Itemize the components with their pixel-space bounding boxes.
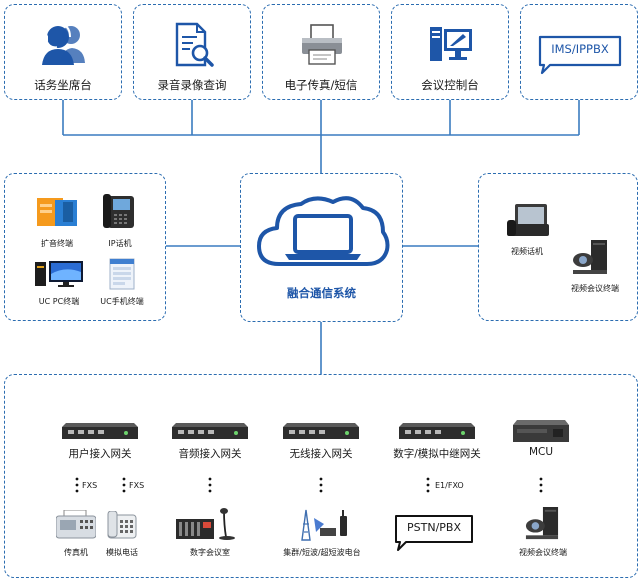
label-mcu: MCU [528, 446, 554, 458]
rack-gateway-icon[interactable] [399, 423, 475, 441]
label-ip-phone: IP话机 [108, 239, 132, 248]
group-terminals-left: 扩音终端 IP话机 UC PC终端 UC手机终端 [4, 173, 166, 321]
access-gateway-section [4, 374, 638, 578]
mcu-device-icon[interactable] [513, 420, 569, 444]
label-unified-comm-system: 融合通信系统 [287, 286, 356, 300]
cloud-laptop-icon [257, 196, 390, 266]
document-search-icon [175, 22, 214, 67]
speech-bubble-icon [538, 35, 622, 75]
node-ims-ippbx[interactable]: IMS/IPPBX [520, 4, 638, 100]
label-fax-machine: 传真机 [64, 548, 88, 557]
link-fxs-phone: FXS [129, 481, 145, 490]
label-analog-phone: 模拟电话 [106, 548, 138, 557]
pstn-bubble-icon[interactable] [392, 512, 476, 552]
node-unified-comm-system[interactable]: 融合通信系统 [240, 173, 403, 322]
video-conference-terminal-icon[interactable] [524, 507, 560, 541]
video-conference-terminal-icon[interactable] [571, 240, 609, 276]
label-call-center: 话务坐席台 [34, 78, 92, 92]
video-phone-icon[interactable] [507, 202, 549, 238]
label-radio-station: 集群/短波/超短波电台 [283, 548, 361, 557]
desktop-computer-icon [430, 27, 472, 61]
label-pstn-pbx: PSTN/PBX [407, 521, 461, 534]
label-pa-speaker: 扩音终端 [41, 239, 73, 248]
node-conference-console[interactable]: 会议控制台 [391, 4, 509, 100]
label-wireless-access-gateway: 无线接入网关 [289, 448, 353, 460]
rack-gateway-icon[interactable] [283, 423, 359, 441]
link-fxs-fax: FXS [82, 481, 98, 490]
node-call-center[interactable]: 话务坐席台 [4, 4, 122, 100]
label-user-access-gateway: 用户接入网关 [68, 448, 132, 460]
analog-phone-icon[interactable] [107, 511, 137, 539]
radio-station-icon[interactable] [294, 508, 350, 542]
ip-phone-icon[interactable] [103, 192, 137, 230]
label-mobile-terminal: UC手机终端 [100, 297, 144, 306]
mobile-app-icon[interactable] [109, 258, 135, 290]
rack-gateway-icon[interactable] [62, 423, 138, 441]
node-fax-sms[interactable]: 电子传真/短信 [262, 4, 380, 100]
fax-printer-icon [302, 24, 342, 65]
label-ims-ippbx: IMS/IPPBX [551, 42, 609, 56]
label-trunk-gateway: 数字/模拟中继网关 [393, 448, 481, 460]
link-e1-fxo: E1/FXO [435, 481, 464, 490]
label-video-conference-terminal-bottom: 视频会议终端 [519, 548, 567, 557]
label-digital-conference-room: 数字会议室 [190, 548, 230, 557]
label-recording-query: 录音录像查询 [157, 78, 227, 92]
pa-speaker-terminal-icon[interactable] [37, 196, 77, 228]
node-recording-query[interactable]: 录音录像查询 [133, 4, 251, 100]
label-fax-sms: 电子传真/短信 [284, 78, 358, 92]
label-video-conference-terminal: 视频会议终端 [571, 284, 619, 293]
group-terminals-right: 视频话机 视频会议终端 [478, 173, 638, 321]
label-conference-console: 会议控制台 [421, 78, 479, 92]
rack-gateway-icon[interactable] [172, 423, 248, 441]
conference-mixer-icon[interactable] [176, 507, 238, 541]
pc-terminal-icon[interactable] [35, 260, 85, 288]
fax-machine-icon[interactable] [56, 510, 96, 540]
call-center-agent-icon [42, 22, 85, 65]
label-video-phone: 视频话机 [511, 247, 543, 256]
label-pc-terminal: UC PC终端 [38, 297, 80, 306]
label-audio-access-gateway: 音频接入网关 [178, 448, 242, 460]
